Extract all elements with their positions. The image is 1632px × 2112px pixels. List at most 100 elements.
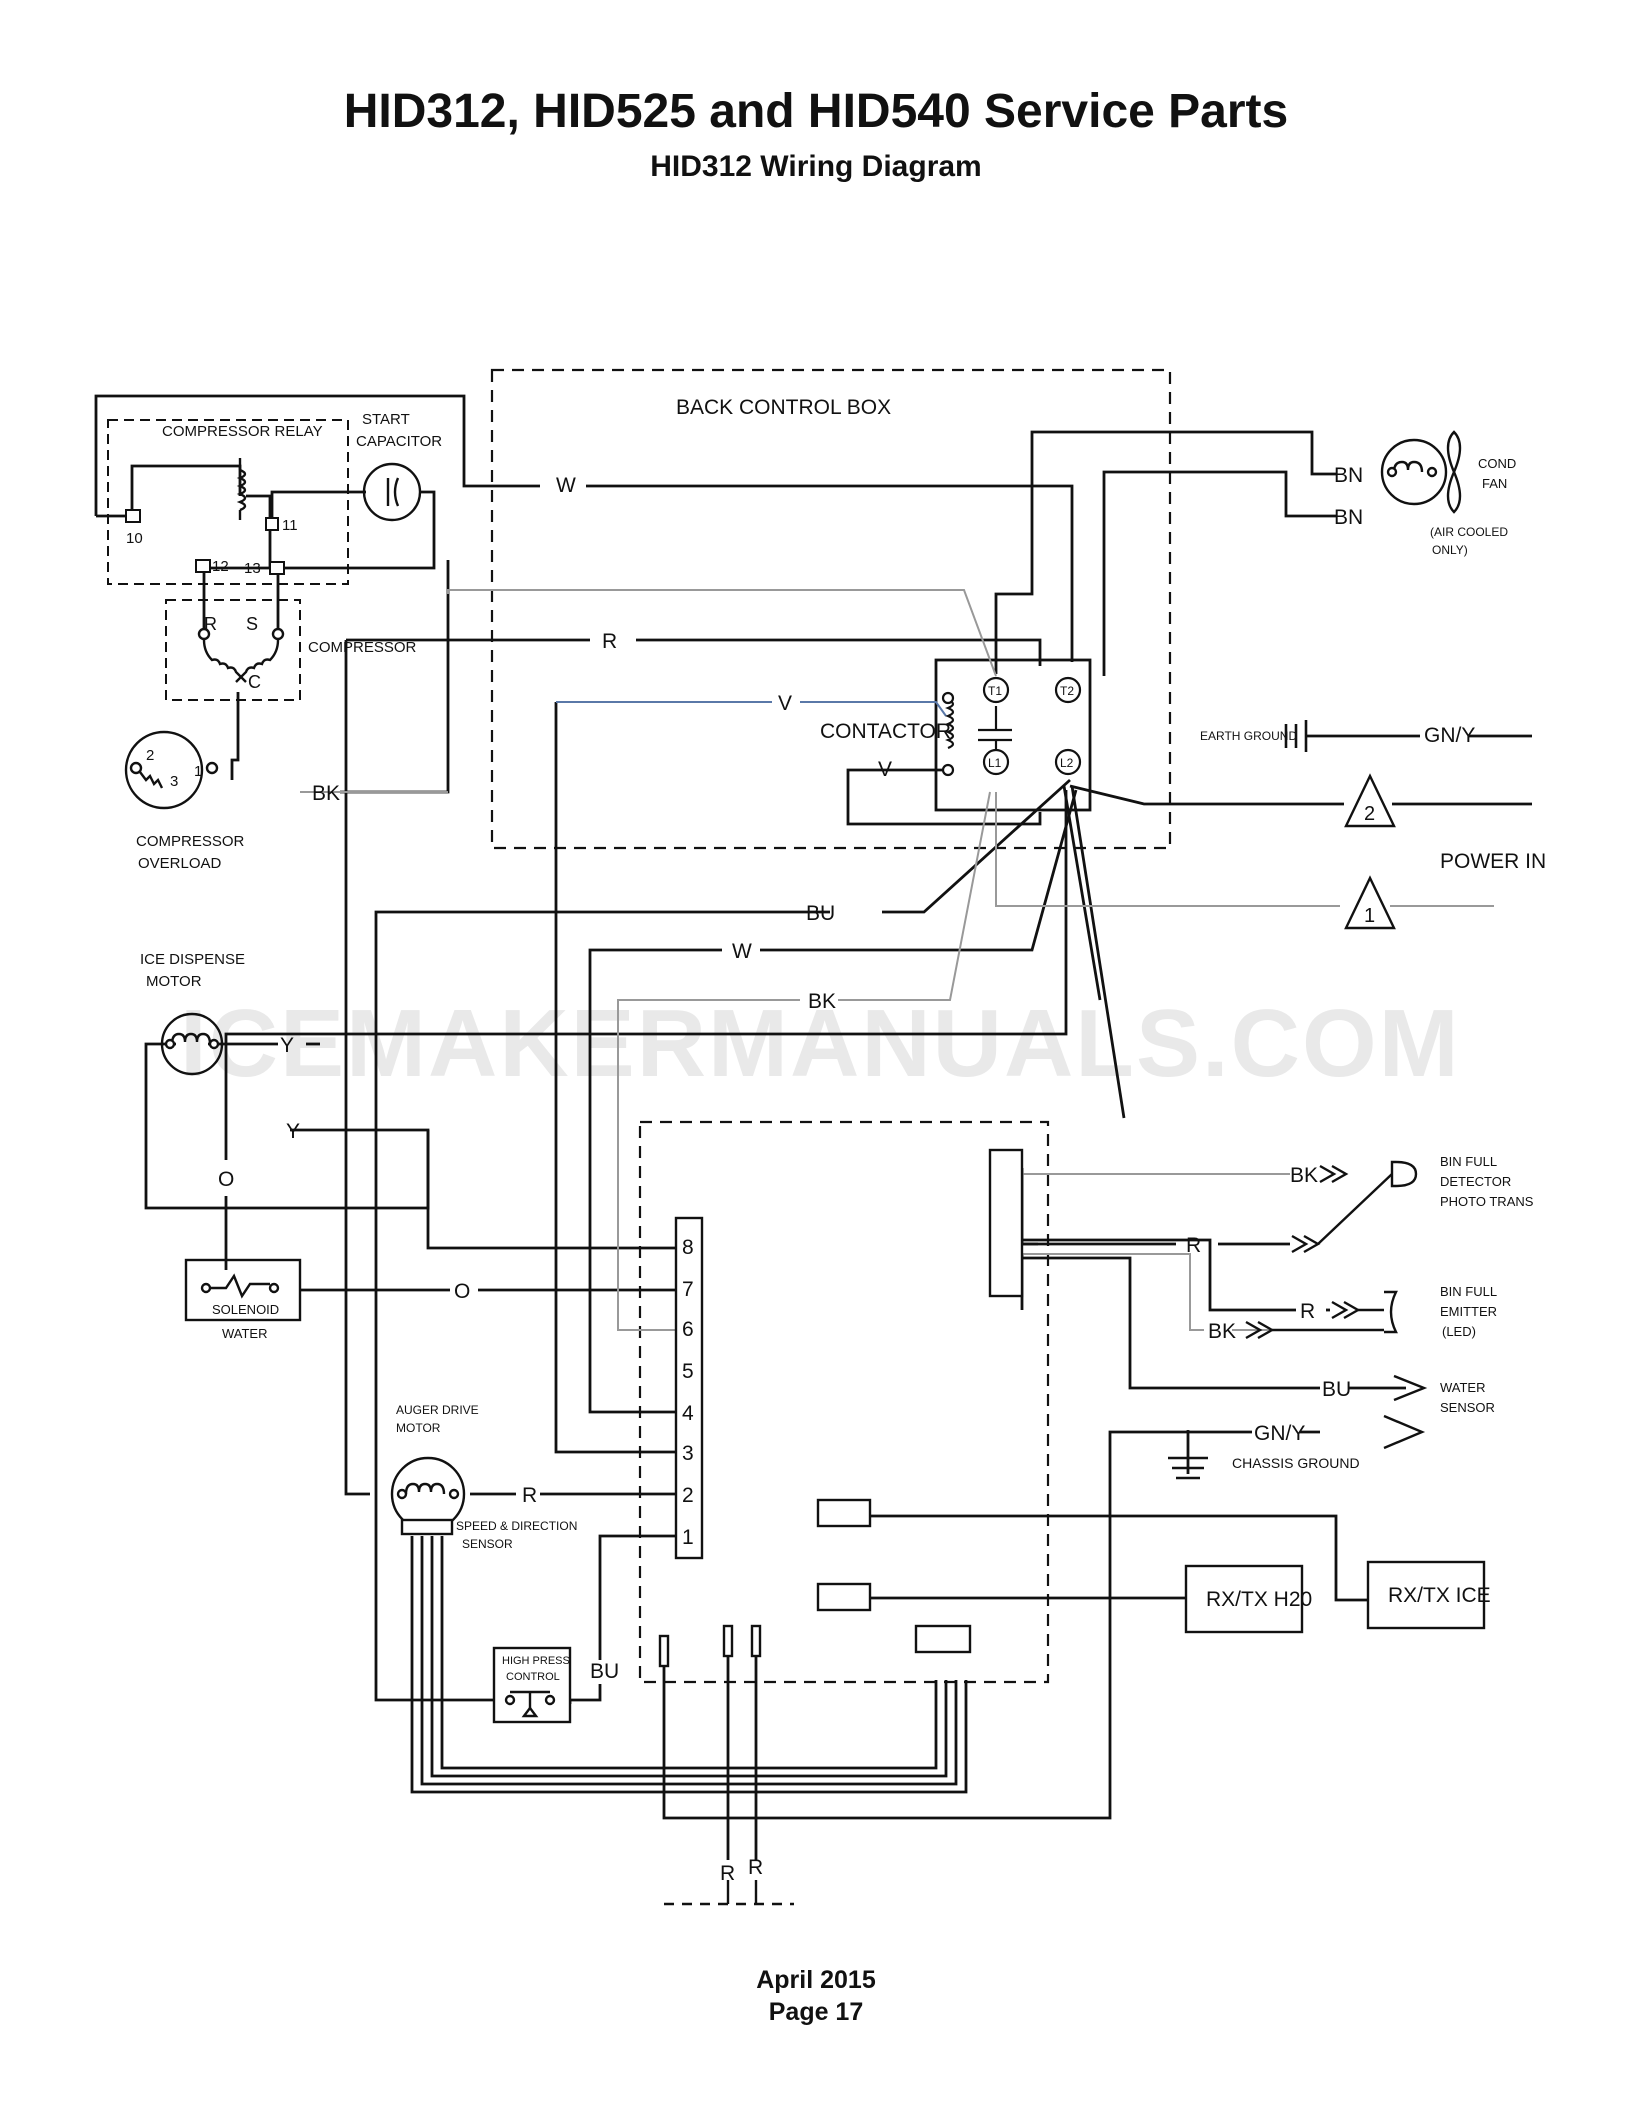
auger-drive-motor-symbol <box>390 1456 466 1536</box>
cond-fan-label-1: COND <box>1478 456 1516 471</box>
air-cooled-label-1: (AIR COOLED <box>1430 525 1508 539</box>
compressor-windings <box>197 627 285 683</box>
watermark: ICEMAKERMANUALS.COM <box>180 990 1461 1097</box>
bottom-leads <box>726 1880 758 1904</box>
relay-outline <box>107 419 349 585</box>
power-triangles <box>1344 773 1396 930</box>
water-sensor-label-2: SENSOR <box>1440 1400 1495 1415</box>
contactor-terminal-l2: L2 <box>1060 756 1074 770</box>
wire-label-bn-1: BN <box>1334 464 1363 487</box>
water-sensor-arrow <box>1383 1374 1428 1450</box>
page-title: HID312, HID525 and HID540 Service Parts <box>343 85 1289 138</box>
overload-terminal-1: 1 <box>194 763 202 780</box>
page-subtitle: HID312 Wiring Diagram <box>650 150 982 183</box>
auger-drive-label-2: MOTOR <box>396 1421 441 1435</box>
wire-label-bk-mid: BK <box>808 990 836 1013</box>
back-control-box-outline <box>490 368 1172 850</box>
bin-full-detector-symbol <box>1291 1160 1418 1254</box>
board-pin-header <box>674 1216 704 1560</box>
ice-dispense-motor-label-2: MOTOR <box>146 973 202 990</box>
bin-full-detector-label-2: DETECTOR <box>1440 1174 1511 1189</box>
high-press-label-1: HIGH PRESS <box>502 1655 570 1667</box>
solenoid-valve-symbol <box>184 1258 302 1322</box>
relay-terminal-11: 11 <box>282 517 298 534</box>
relay-coil <box>236 458 247 520</box>
auger-drive-label-1: AUGER DRIVE <box>396 1403 479 1417</box>
compressor-overload-label-2: OVERLOAD <box>138 855 222 872</box>
wire-label-y-2: Y <box>286 1120 300 1143</box>
pin-8: 8 <box>682 1236 694 1259</box>
power-terminal-1: 1 <box>1364 905 1375 927</box>
wire-label-bk-emit: BK <box>1208 1320 1236 1343</box>
bin-full-emitter-label-1: BIN FULL <box>1440 1284 1497 1299</box>
contactor-terminal-t1: T1 <box>988 684 1002 698</box>
wire-labels: W R V V BK BN BN GN/Y BU W BK Y Y O O R … <box>218 464 1475 1885</box>
contactor-label: CONTACTOR <box>820 720 951 743</box>
contactor-internals <box>941 676 1082 777</box>
pin-4: 4 <box>682 1402 694 1425</box>
pin-3: 3 <box>682 1442 694 1465</box>
compressor-outline <box>165 599 301 701</box>
wire-label-r-auger: R <box>522 1484 537 1507</box>
overload-terminal-2: 2 <box>146 747 154 764</box>
bin-full-emitter-label-2: EMITTER <box>1440 1304 1497 1319</box>
wire-label-o-2: O <box>454 1280 470 1303</box>
pin-5: 5 <box>682 1360 694 1383</box>
start-capacitor-symbol <box>362 462 422 522</box>
chassis-ground-label: CHASSIS GROUND <box>1232 1455 1360 1471</box>
pin-6: 6 <box>682 1318 694 1341</box>
earth-ground-symbol <box>1284 720 1308 752</box>
compressor-label: COMPRESSOR <box>308 639 417 656</box>
wire-label-v-top: V <box>778 692 792 715</box>
wire-label-r-top: R <box>602 630 617 653</box>
rx-tx-h2o-label: RX/TX H20 <box>1206 1588 1312 1611</box>
overload-terminal-3: 3 <box>170 773 178 790</box>
wire-label-bu-ws: BU <box>1322 1378 1351 1401</box>
pin-1: 1 <box>682 1526 694 1549</box>
wire-label-y-1: Y <box>280 1034 294 1057</box>
relay-terminals <box>125 509 285 575</box>
relay-terminal-10: 10 <box>126 530 143 547</box>
power-terminal-2: 2 <box>1364 803 1375 825</box>
ice-dispense-motor-label-1: ICE DISPENSE <box>140 951 245 968</box>
violet-wire <box>556 701 947 717</box>
bin-full-detector-label-3: PHOTO TRANS <box>1440 1194 1534 1209</box>
footer-page: Page 17 <box>768 1998 864 2026</box>
start-capacitor-label-1: START <box>362 411 410 428</box>
wire-label-r-det: R <box>1186 1234 1201 1257</box>
wire-label-gny-earth: GN/Y <box>1424 724 1475 747</box>
bin-full-emitter-label-3: (LED) <box>1442 1324 1476 1339</box>
wire-label-v-contactor: V <box>878 758 892 781</box>
ice-dispense-motor-symbol <box>160 1012 224 1076</box>
wire-label-r-bottom-2: R <box>748 1856 763 1879</box>
compressor-overload-label-1: COMPRESSOR <box>136 833 245 850</box>
gray-wires <box>300 589 1494 1331</box>
solenoid-label: SOLENOID <box>212 1302 279 1317</box>
compressor-terminal-s: S <box>246 614 258 634</box>
sensor-connector-block <box>816 1148 1024 1612</box>
compressor-terminal-r: R <box>204 614 217 634</box>
start-capacitor-label-2: CAPACITOR <box>356 433 442 450</box>
compressor-relay-label: COMPRESSOR RELAY <box>162 423 323 440</box>
water-label: WATER <box>222 1326 268 1341</box>
speed-sensor-label-1: SPEED & DIRECTION <box>456 1519 577 1533</box>
bin-full-emitter-symbol <box>1245 1290 1398 1340</box>
wire-label-w-top: W <box>556 474 576 497</box>
contactor-terminal-l1: L1 <box>988 756 1002 770</box>
pin-2: 2 <box>682 1484 694 1507</box>
wire-label-w-mid: W <box>732 940 752 963</box>
rx-tx-boxes <box>1184 1560 1486 1634</box>
relay-terminal-13: 13 <box>244 560 261 577</box>
wire-label-o-1: O <box>218 1168 234 1191</box>
air-cooled-label-2: ONLY) <box>1432 543 1468 557</box>
compressor-terminal-c: C <box>248 672 261 692</box>
wire-label-gny-chassis: GN/Y <box>1254 1422 1305 1445</box>
high-press-label-2: CONTROL <box>506 1671 560 1683</box>
wire-label-r-emit: R <box>1300 1300 1315 1323</box>
footer-date: April 2015 <box>756 1966 876 1994</box>
wire-label-bk-overload: BK <box>312 782 340 805</box>
pin-7: 7 <box>682 1278 694 1301</box>
control-board-outline <box>638 1120 1050 1684</box>
cond-fan-label-2: FAN <box>1482 476 1507 491</box>
